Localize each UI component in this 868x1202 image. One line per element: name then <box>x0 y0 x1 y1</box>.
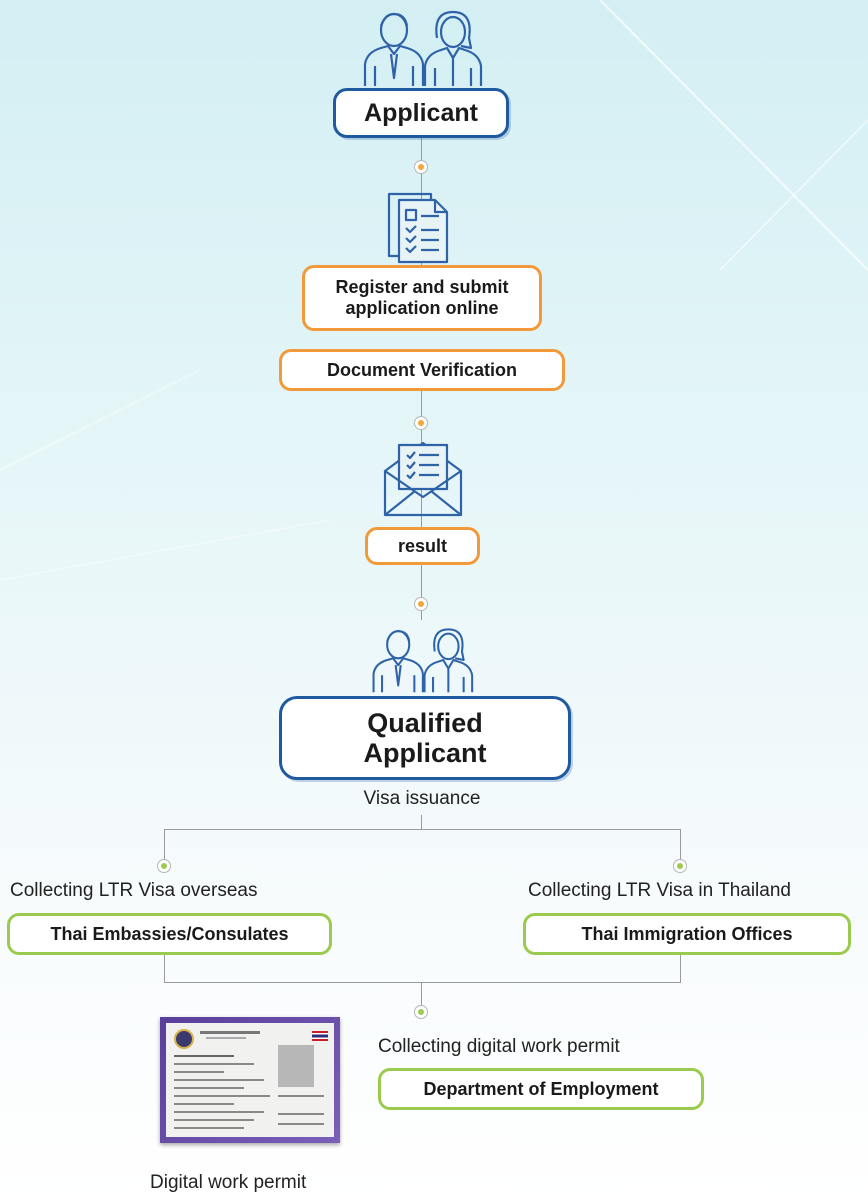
connector-line <box>680 829 681 873</box>
envelope-icon <box>383 441 463 517</box>
overseas-caption: Collecting LTR Visa overseas <box>10 880 258 901</box>
verification-label: Document Verification <box>326 359 518 380</box>
result-label: result <box>397 535 448 556</box>
connector-line <box>421 560 422 620</box>
connector-dot <box>157 859 171 873</box>
qualified-applicant-box: Qualified Applicant <box>279 696 571 780</box>
work-permit-card-image <box>160 1017 340 1143</box>
connector-line <box>164 948 165 982</box>
digital-permit-label: Digital work permit <box>150 1172 307 1193</box>
document-icon <box>387 192 449 264</box>
connector-line <box>421 982 422 1012</box>
connector-line <box>680 948 681 982</box>
connector-line <box>421 815 422 830</box>
verification-box: Document Verification <box>279 349 565 391</box>
work-permit-caption: Collecting digital work permit <box>378 1036 620 1057</box>
connector-line <box>164 982 681 983</box>
thailand-caption: Collecting LTR Visa in Thailand <box>528 880 791 901</box>
register-label: Register and submit application online <box>335 277 509 318</box>
embassies-box: Thai Embassies/Consulates <box>7 913 332 955</box>
visa-issuance-label: Visa issuance <box>363 788 481 809</box>
people-icon <box>372 628 474 693</box>
employment-box: Department of Employment <box>378 1068 704 1110</box>
connector-dot <box>673 859 687 873</box>
employment-label: Department of Employment <box>423 1078 659 1099</box>
applicant-label: Applicant <box>364 98 478 127</box>
connector-dot <box>414 416 428 430</box>
immigration-box: Thai Immigration Offices <box>523 913 851 955</box>
register-box: Register and submit application online <box>302 265 542 331</box>
qualified-applicant-label: Qualified Applicant <box>363 708 487 768</box>
connector-dot <box>414 1005 428 1019</box>
people-icon <box>363 10 483 86</box>
connector-line <box>164 829 681 830</box>
connector-dot <box>414 597 428 611</box>
result-box: result <box>365 527 480 565</box>
embassies-label: Thai Embassies/Consulates <box>50 923 289 944</box>
applicant-box: Applicant <box>333 88 509 138</box>
connector-dot <box>414 160 428 174</box>
immigration-label: Thai Immigration Offices <box>581 923 793 944</box>
connector-line <box>164 829 165 873</box>
